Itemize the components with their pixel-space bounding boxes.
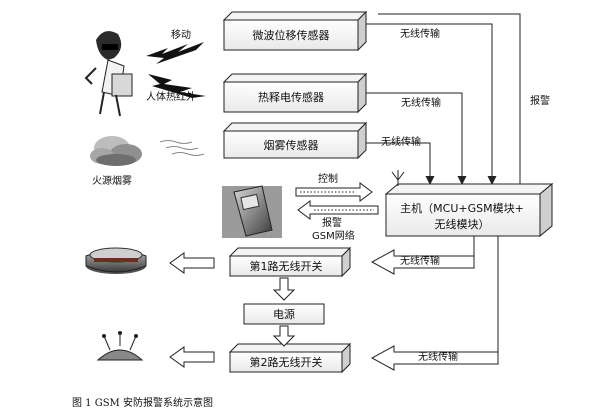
- smoke-illustration: [90, 136, 142, 166]
- host-label-line2: 无线模块）: [435, 217, 490, 231]
- sensor-box-microwave: 微波位移传感器: [222, 10, 368, 52]
- label-alarm-right: 报警: [530, 94, 550, 107]
- switch-label-1: 第1路无线开关: [250, 259, 323, 273]
- sensor-label-microwave: 微波位移传感器: [253, 28, 330, 42]
- arrow-wireless-switch2: [370, 345, 499, 371]
- link-host-alarm-right: [378, 13, 521, 184]
- mobile-phone-illustration: [222, 185, 282, 238]
- sensor-label-pyro: 热释电传感器: [258, 91, 324, 104]
- label-fire-smoke: 火源烟雾: [92, 174, 132, 187]
- arrow-switch2-to-device: [169, 346, 215, 368]
- person-illustration: [84, 31, 133, 117]
- label-wireless-4: 无线传输: [400, 254, 440, 267]
- switch-label-2: 第2路无线开关: [250, 355, 323, 369]
- label-alarm-phone: 报警: [322, 216, 342, 229]
- infrared-bolt-lower: [148, 74, 206, 98]
- arrow-wireless-switch1: [370, 249, 475, 275]
- switch-box-1: 第1路无线开关: [228, 246, 352, 278]
- link-microwave-to-host: [366, 23, 497, 185]
- arrow-alarm-to-phone: [297, 200, 379, 220]
- smoke-waves: [159, 140, 205, 156]
- label-human-ir: 人体热红外: [146, 90, 196, 103]
- label-wireless-3: 无线传输: [381, 135, 421, 148]
- label-wireless-1: 无线传输: [400, 27, 440, 40]
- host-antenna-icon: [391, 170, 405, 186]
- host-box: 主机（MCU+GSM模块+ 无线模块）: [384, 182, 554, 238]
- arrow-control: [295, 182, 373, 202]
- arrow-switch1-to-device: [169, 252, 215, 274]
- label-wireless-2: 无线传输: [401, 96, 441, 109]
- power-label: 电源: [273, 307, 295, 321]
- arrow-power-to-switch2: [272, 325, 296, 347]
- arrow-switch1-to-power: [272, 277, 296, 301]
- label-control: 控制: [318, 172, 338, 185]
- infrared-bolt-upper: [146, 42, 204, 64]
- label-move: 移动: [171, 28, 191, 41]
- label-wireless-5: 无线传输: [418, 350, 458, 363]
- sensor-box-pyro: 热释电传感器: [222, 72, 368, 114]
- switch-box-2: 第2路无线开关: [228, 342, 352, 374]
- label-gsm-network: GSM网络: [312, 229, 355, 242]
- figure-caption: 图 1 GSM 安防报警系统示意图: [72, 396, 213, 409]
- sensor-label-smoke: 烟雾传感器: [264, 138, 319, 152]
- robot-vacuum-illustration: [85, 247, 147, 274]
- power-box: 电源: [243, 303, 325, 325]
- host-label-line1: 主机（MCU+GSM模块+: [400, 201, 524, 215]
- sensor-box-smoke: 烟雾传感器: [222, 121, 368, 160]
- link-smoke-to-host: [366, 142, 435, 185]
- lamp-illustration: [96, 331, 144, 361]
- link-pyro-to-host: [366, 92, 467, 185]
